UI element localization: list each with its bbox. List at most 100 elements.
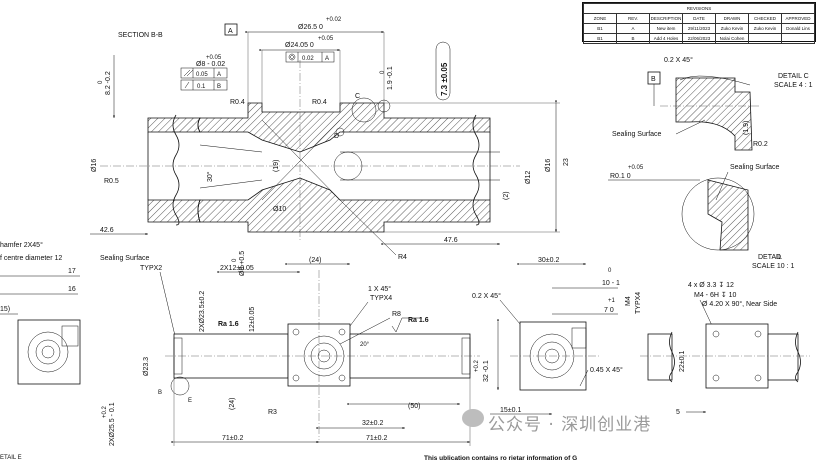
rev-cell: A	[616, 23, 650, 34]
section-dimensions: +0.02 Ø26.5 0 +0.05 Ø24.05 0 0.02 A +0.0…	[0, 17, 570, 262]
dim-text: Ø12	[525, 171, 532, 184]
footer-note: This ublication contains ro rietar infor…	[424, 455, 578, 462]
tol-ref: B	[217, 84, 221, 90]
dim-text: R3	[268, 409, 277, 416]
detail-c-view: DETAIL C SCALE 4 : 1 0.2 X 45° B Sealing…	[612, 56, 813, 151]
dim-text: 71±0.2	[366, 435, 387, 442]
side-view: 30±0.2 0 10 - 1 +1 7 0 M4 TYPX4 0.2 X 45…	[472, 257, 642, 415]
note-text: Ø 4.20 X 90°, Near Side	[702, 300, 777, 308]
dim-text: (2)	[503, 191, 510, 200]
dim-text: Ø23.3	[143, 357, 150, 376]
rev-header: APPROVED	[781, 13, 815, 24]
note-text: hamfer 2X45°	[0, 241, 43, 249]
dim-text: M4	[625, 296, 632, 306]
dim-text: +0.05	[318, 36, 334, 42]
note-text: f centre diameter 12	[0, 255, 62, 262]
section-title: SECTION B-B	[118, 32, 163, 39]
label: E	[188, 398, 192, 404]
dim-text: R0.5	[104, 178, 119, 185]
dim-text: Ø16	[91, 159, 98, 172]
dim-text: 0	[380, 70, 386, 74]
note-text: 4 x Ø 3.3 ↧ 12	[688, 282, 734, 289]
dim-text: 42.6	[100, 227, 114, 234]
dim-text: 1.9 -0.1	[387, 66, 394, 90]
rev-header: REV.	[616, 13, 650, 24]
rev-cell: 22/06/2023	[682, 33, 716, 44]
rev-cell: 29/11/2023	[682, 23, 716, 34]
watermark-logo-icon	[462, 409, 484, 427]
dim-text: 47.6	[444, 237, 458, 244]
dim-text: +0.05	[628, 165, 644, 171]
note-text: Sealing Surface	[100, 255, 150, 262]
dim-text: (19)	[273, 160, 280, 172]
dim-text: 0.45 X 45°	[590, 366, 623, 374]
detail-callout: C	[355, 93, 360, 100]
detail-title-prefix: D	[776, 254, 781, 261]
dim-text: R4	[398, 254, 407, 261]
dim-text: 15)	[0, 306, 10, 313]
note-text: M4 - 6H ↧ 10	[694, 292, 737, 299]
dim-text: (50)	[408, 403, 420, 410]
note-text: Sealing Surface	[612, 131, 662, 138]
detail-callout: D	[334, 133, 339, 140]
dim-text: TYPX4	[635, 292, 642, 314]
dim-text: R0.4	[230, 99, 245, 106]
detail-scale: SCALE 10 : 1	[752, 263, 795, 270]
dim-text: +0.2	[102, 405, 108, 418]
rev-cell: B	[616, 33, 650, 44]
detail-d-view: +0.05 R0.1 0 Sealing Surface D DETAIL SC…	[608, 164, 795, 270]
dim-text: 5	[676, 409, 680, 416]
roughness: Ra 1.6	[218, 321, 239, 328]
datum-a-box	[224, 23, 238, 36]
dim-text: R0.4	[312, 99, 327, 106]
roughness: Ra 1.6	[408, 317, 429, 324]
detail-title: DETAIL	[758, 254, 782, 261]
watermark-text: 公众号 · 深圳创业港	[488, 415, 652, 435]
rev-cell: B1	[583, 33, 617, 44]
tol-ref: A	[325, 56, 329, 62]
dim-text: 2XØ23.5±0.2	[199, 291, 206, 332]
dim-text: 7.3 ±0.05	[440, 62, 449, 96]
tol-value: 0.1	[197, 84, 206, 90]
dim-text: 2XØ25.5 - 0.1	[109, 402, 116, 446]
rev-header: DESCRIPTION	[649, 13, 683, 24]
dim-text: 20°	[360, 342, 370, 348]
tol-ref: A	[217, 72, 221, 78]
holes-view: 4 x Ø 3.3 ↧ 12 M4 - 6H ↧ 10 Ø 4.20 X 90°…	[640, 282, 810, 416]
label: ETAIL E	[0, 455, 22, 461]
dim-text: +0.02	[326, 17, 342, 23]
dim-text: R8	[392, 311, 401, 318]
rev-cell: Zuko Kevin	[715, 23, 749, 34]
note-text: TYPX2	[140, 265, 162, 272]
note-text: Sealing Surface	[730, 164, 780, 171]
dim-text: (1.9)	[743, 121, 750, 135]
rev-cell	[748, 33, 782, 44]
dim-text: 2X12±0.05	[220, 265, 254, 272]
dim-text: 17	[68, 268, 76, 275]
section-body	[100, 60, 520, 240]
rev-header: DATE	[682, 13, 716, 24]
dim-text: +1	[608, 298, 616, 304]
detail-e-view: 17 16 15)	[0, 268, 81, 385]
rev-cell: B1	[583, 23, 617, 34]
dim-text: 0	[232, 258, 238, 262]
datum-label: B	[651, 76, 656, 83]
dim-text: (24)	[229, 398, 236, 410]
dim-text: (24)	[309, 257, 321, 264]
dim-text: Ø26.5 0	[298, 24, 323, 31]
dim-text: Ø8 - 0.02	[196, 61, 225, 68]
rev-header: ZONE	[583, 13, 617, 24]
rev-cell: Donald Lins	[781, 23, 815, 34]
datum-a-label: A	[228, 28, 233, 35]
dim-text: 32±0.2	[362, 420, 383, 427]
dim-text: 22±0.1	[679, 351, 686, 372]
dim-text: Ø16	[545, 159, 552, 172]
rev-cell: New item	[649, 23, 683, 34]
dim-text: 0.2 X 45°	[472, 292, 501, 300]
revision-title: REVISIONS	[583, 3, 815, 14]
rev-header: CHECKED	[748, 13, 782, 24]
dim-text: Ø8 +0.5	[239, 251, 246, 276]
dim-text: 12±0.05	[249, 307, 256, 332]
